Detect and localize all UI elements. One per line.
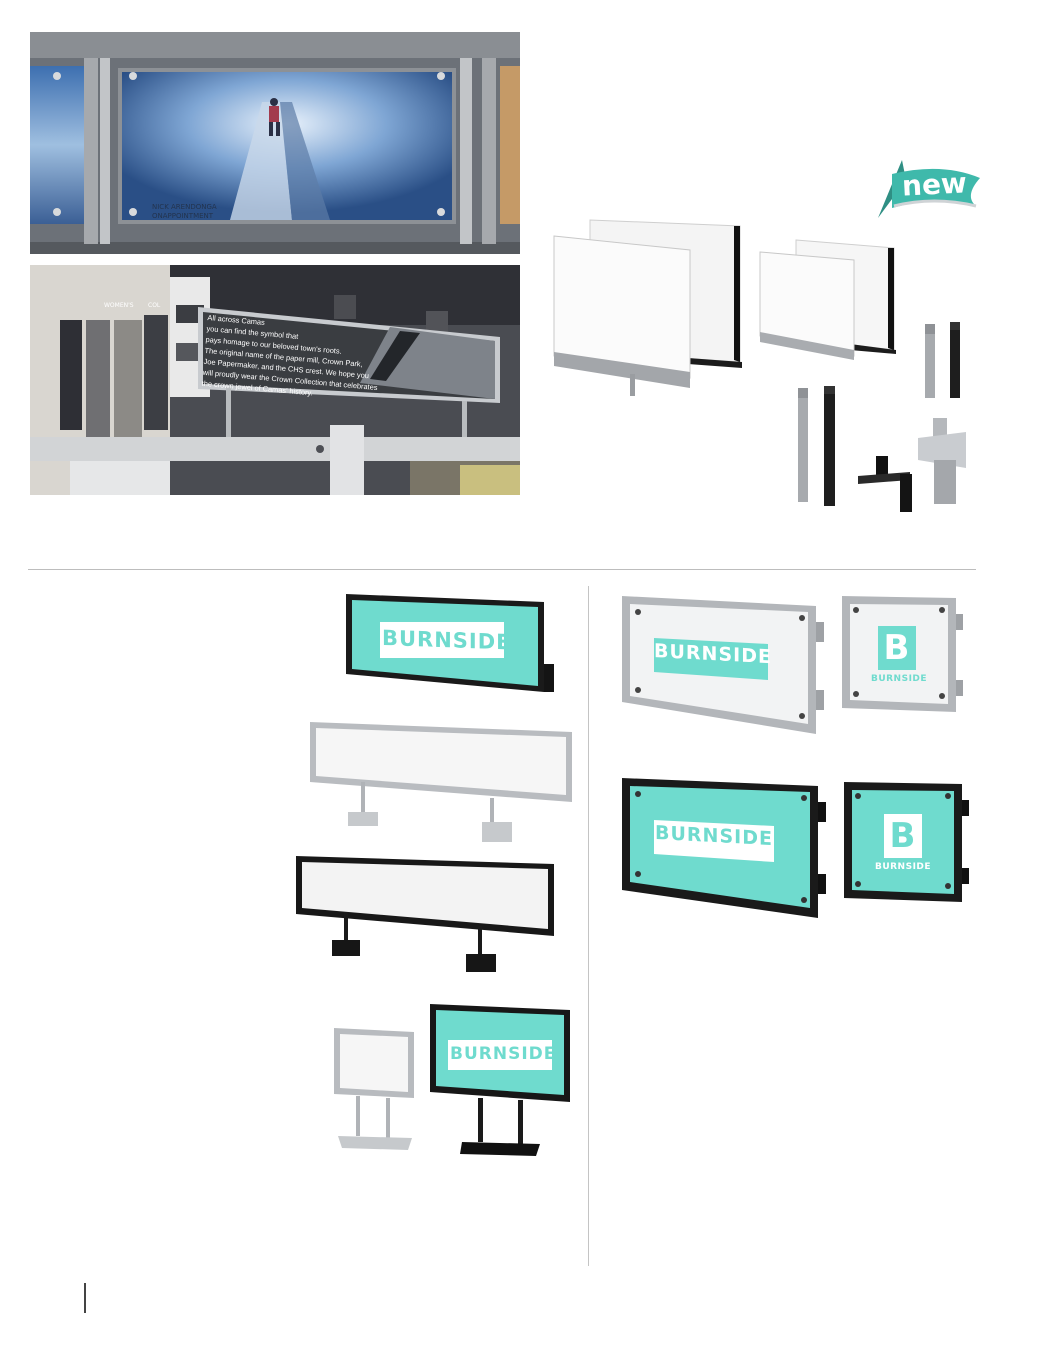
product-silver-stand-sign: [332, 1026, 418, 1152]
silver-stand-illustration: [334, 1028, 414, 1150]
silver-header-illustration: [310, 722, 572, 842]
product-silver-rail-sign-square: B BURNSIDE: [840, 594, 964, 718]
product-black-header-sign: [292, 852, 560, 982]
product-black-stand-teal-sign: BURNSIDE: [428, 1000, 574, 1160]
side-label-1: WOMEN'S: [104, 302, 134, 309]
sign-holder-render: [548, 212, 988, 518]
silver-rail-square-illustration: [842, 596, 963, 712]
brand-wordmark-small: BURNSIDE: [874, 862, 932, 872]
photo-store-sign: WOMEN'S COL All across Camas you can fin…: [30, 265, 520, 495]
product-teal-black-frame-sign: BURNSIDE: [344, 592, 574, 698]
black-rail-square-illustration: [844, 782, 969, 902]
brand-wordmark: BURNSIDE: [382, 625, 512, 655]
photo-caption-line1: NICK ARENDONGA: [152, 203, 217, 211]
black-stand-illustration: [430, 1004, 570, 1156]
brand-monogram: B: [889, 816, 917, 856]
photo-caption-line2: ONAPPOINTMENT: [152, 212, 214, 220]
teal-sign-frame: [346, 594, 554, 692]
new-badge-label: new: [901, 166, 968, 203]
store-sign-copy: All across Camas you can find the symbol…: [201, 312, 397, 405]
black-rail-wide-illustration: [622, 778, 826, 918]
brand-wordmark-small: BURNSIDE: [870, 674, 928, 684]
brand-wordmark: BURNSIDE: [450, 1044, 557, 1064]
side-label-2: COL: [148, 302, 161, 309]
page-footer-rule: [84, 1283, 86, 1313]
brand-monogram: B: [883, 628, 911, 668]
product-black-rail-sign-wide: BURNSIDE: [618, 774, 826, 922]
photo-wall-sign: NICK ARENDONGA ONAPPOINTMENT: [30, 32, 520, 254]
sign-holder-illustration: [553, 219, 966, 518]
wall-sign-illustration: NICK ARENDONGA ONAPPOINTMENT: [30, 32, 520, 254]
silver-rail-wide-illustration: [622, 596, 824, 734]
new-badge-shape: [878, 160, 980, 218]
column-divider: [588, 586, 589, 1266]
store-sign-illustration: WOMEN'S COL: [30, 265, 520, 495]
black-header-illustration: [296, 856, 554, 972]
section-divider: [28, 569, 976, 570]
product-silver-header-sign: [306, 718, 576, 848]
product-black-rail-sign-square: B BURNSIDE: [842, 780, 970, 906]
new-badge: new: [872, 156, 984, 226]
product-silver-rail-sign-wide: BURNSIDE: [618, 592, 826, 736]
